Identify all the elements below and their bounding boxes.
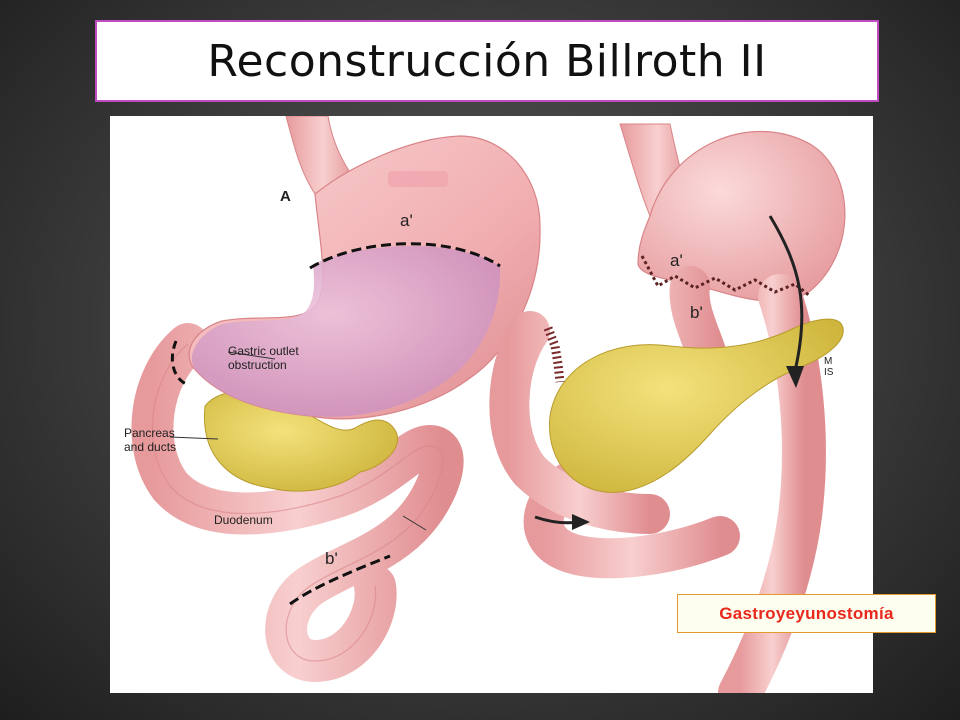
duodenal-stump	[489, 311, 670, 534]
cut-line-a	[309, 242, 501, 270]
left-panel-anatomy	[131, 116, 541, 683]
slide-title-box: Reconstrucción Billroth II	[95, 20, 879, 102]
label-pancreas-1: Pancreas	[124, 426, 175, 440]
resected-region	[191, 245, 501, 417]
anastomosis-staples	[640, 255, 811, 298]
cut-line-pylorus	[170, 340, 187, 386]
flow-arrow-down	[768, 215, 804, 372]
panel-label-a: A	[280, 188, 291, 205]
gastrojejunostomy-callout: Gastroyeyunostomía	[677, 594, 936, 633]
label-a-prime-left: a'	[400, 211, 413, 230]
label-pancreas-2: and ducts	[124, 440, 176, 454]
billroth-diagram: A a' Gastric outlet obstruction Pancreas…	[124, 116, 846, 693]
marker-bar	[388, 171, 448, 187]
pancreas-right	[549, 318, 844, 493]
gastric-remnant	[637, 130, 846, 302]
anatomy-figure: A a' Gastric outlet obstruction Pancreas…	[110, 116, 873, 693]
logo-line1: M	[824, 356, 832, 367]
label-duodenum: Duodenum	[214, 513, 273, 527]
logo-line2: IS	[824, 367, 834, 378]
label-gastric-outlet-2: obstruction	[228, 358, 287, 372]
slide-title: Reconstrucción Billroth II	[207, 35, 767, 87]
cut-line-b	[289, 554, 391, 606]
label-b-prime-right: b'	[690, 303, 703, 322]
right-panel-anatomy	[489, 123, 846, 693]
stump-staples	[543, 326, 565, 383]
label-a-prime-right: a'	[670, 251, 683, 270]
label-b-prime-left: b'	[325, 549, 338, 568]
label-gastric-outlet-1: Gastric outlet	[228, 344, 299, 358]
